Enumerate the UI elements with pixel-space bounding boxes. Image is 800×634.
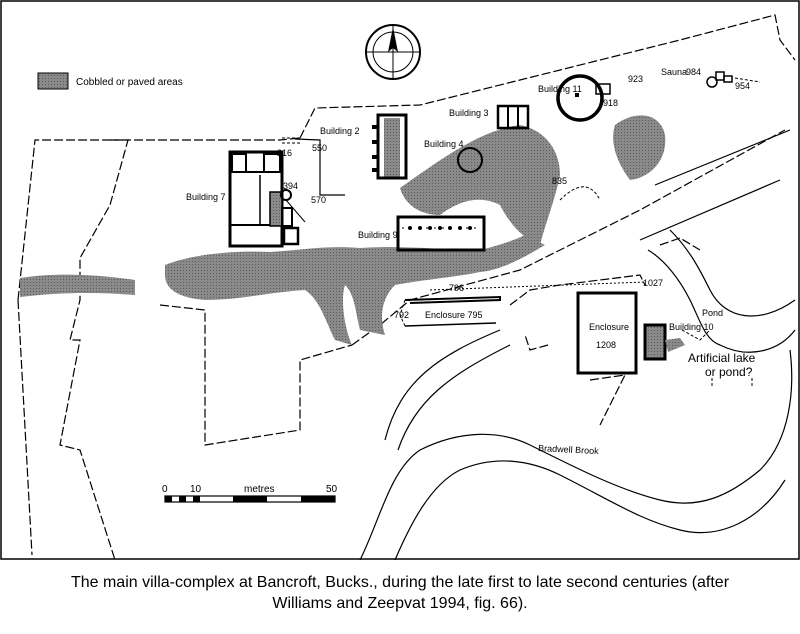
label-enclosure-1208-name: Enclosure	[589, 322, 629, 332]
scale-tick-50: 50	[326, 484, 338, 495]
label-954: 954	[735, 81, 750, 91]
building-9	[396, 215, 486, 252]
legend-label: Cobbled or paved areas	[76, 77, 183, 88]
label-building-7: Building 7	[186, 192, 226, 202]
label-bradwell-brook: Bradwell Brook	[538, 443, 599, 456]
building-7	[228, 137, 306, 248]
label-building-2: Building 2	[320, 126, 360, 136]
caption-line-1: The main villa-complex at Bancroft, Buck…	[70, 574, 730, 591]
label-792: 792	[394, 310, 409, 320]
sauna	[706, 71, 761, 88]
label-923: 923	[628, 74, 643, 84]
label-enclosure-1208-num: 1208	[596, 340, 616, 350]
label-building-9: Building 9	[358, 230, 398, 240]
label-570: 570	[311, 195, 326, 205]
figure-caption: The main villa-complex at Bancroft, Buck…	[0, 572, 800, 614]
pond-outline	[559, 186, 753, 388]
label-lake-line1: Artificial lake	[688, 351, 756, 365]
building-2	[372, 113, 408, 180]
paved-areas	[20, 115, 666, 345]
label-building-11: Building 11	[538, 84, 582, 94]
label-building-3: Building 3	[449, 108, 489, 118]
enclosure-1208	[576, 291, 638, 375]
label-building-4: Building 4	[424, 139, 464, 149]
building-11	[556, 74, 611, 122]
label-835: 835	[552, 176, 567, 186]
label-building-10: Building 10	[669, 322, 714, 332]
label-394: 394	[283, 181, 298, 191]
label-796: 796	[449, 283, 464, 293]
compass-rose-icon	[365, 24, 421, 80]
scale-tick-0: 0	[162, 484, 168, 495]
scale-tick-10: 10	[190, 484, 202, 495]
legend-swatch	[37, 72, 69, 90]
tracks	[294, 129, 796, 561]
scale-unit: metres	[244, 484, 275, 495]
label-918: 918	[603, 98, 618, 108]
map-border	[0, 0, 800, 560]
building-3	[496, 104, 530, 130]
label-enclosure-795: Enclosure 795	[425, 310, 483, 320]
building-10	[643, 323, 685, 361]
label-sauna: Sauna	[661, 67, 687, 77]
label-1027: 1027	[643, 278, 663, 288]
enclosure-795	[399, 281, 646, 327]
site-plan-map: Cobbled or paved areas	[0, 0, 800, 561]
label-984: 984	[686, 67, 701, 77]
label-216: 216	[277, 148, 292, 158]
scale-bar: 0 10 metres 50	[162, 484, 338, 503]
legend: Cobbled or paved areas	[37, 72, 183, 90]
label-pond: Pond	[702, 308, 723, 318]
map-labels: Building 2 Building 3 Building 4 Buildin…	[186, 67, 756, 456]
label-550: 550	[312, 143, 327, 153]
label-lake-line2: or pond?	[705, 365, 753, 379]
building-4	[457, 147, 483, 173]
caption-line-2: Williams and Zeepvat 1994, fig. 66).	[272, 595, 528, 612]
